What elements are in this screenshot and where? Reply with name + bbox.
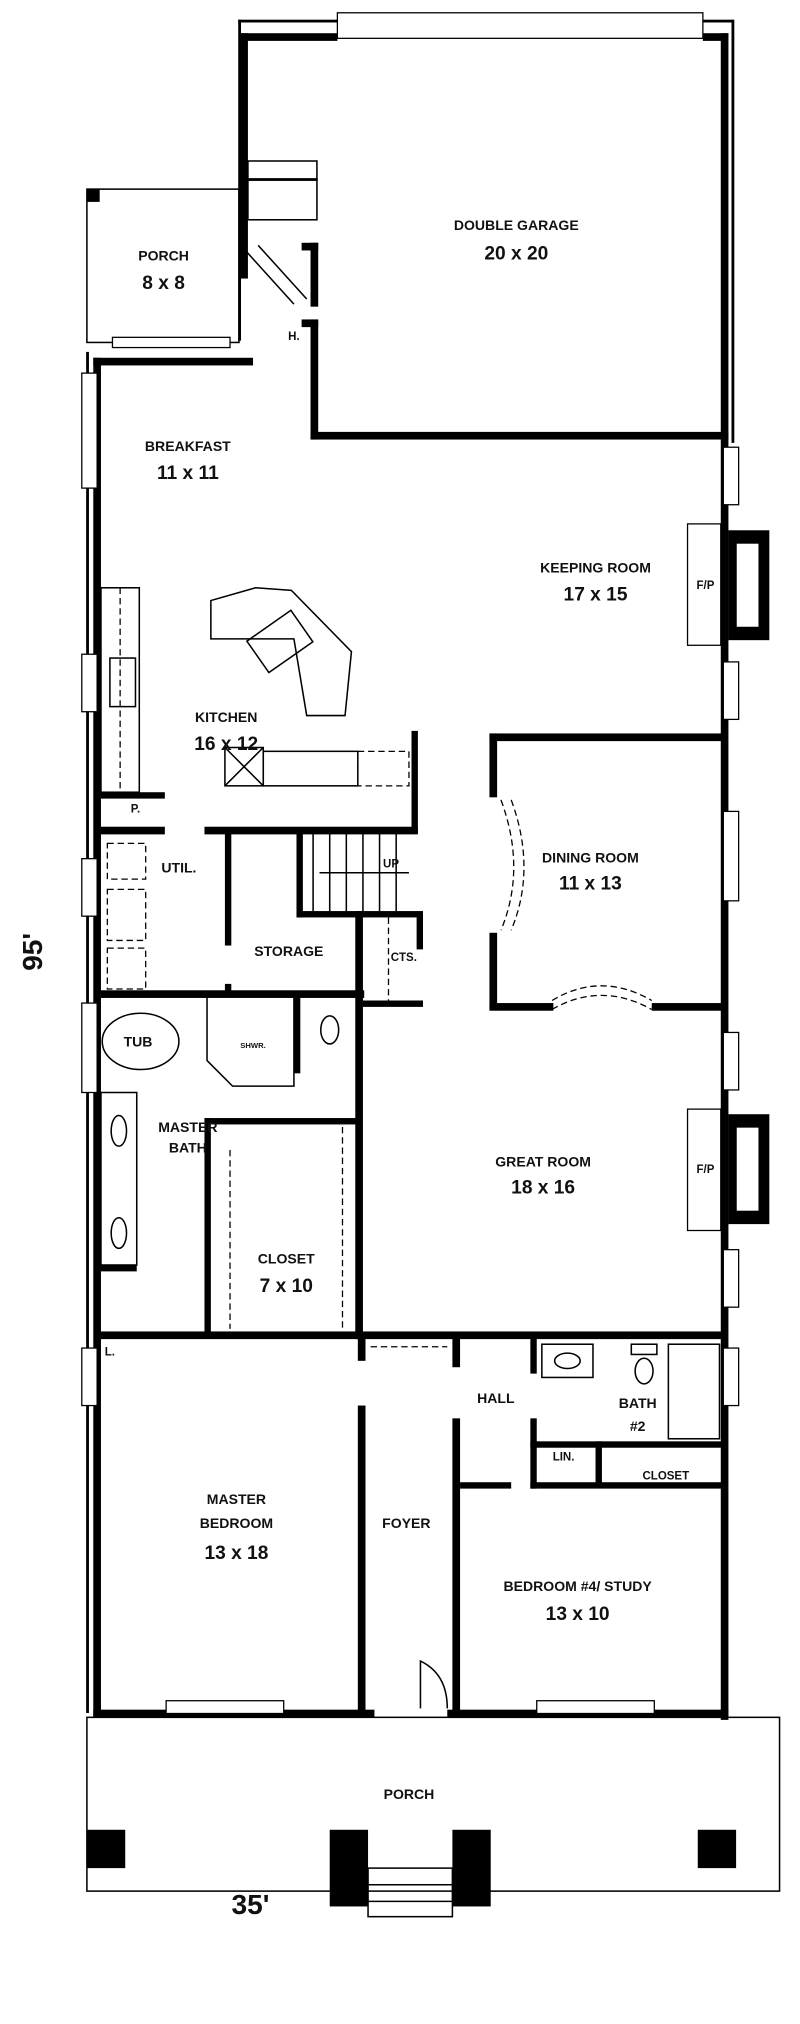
room-label-foyer: FOYER <box>382 1515 430 1531</box>
room-label-keeping: KEEPING ROOM <box>540 559 651 575</box>
side-porch <box>86 188 240 349</box>
room-size-great: 18 x 16 <box>511 1177 575 1198</box>
room-label-utility: UTIL. <box>161 860 196 876</box>
room-label-linen-l: L. <box>105 1347 115 1359</box>
room-label-master-bedroom-1: MASTER <box>207 1491 266 1507</box>
room-size-garage: 20 x 20 <box>484 243 548 264</box>
master-bath-walls <box>100 995 724 1340</box>
dining-walls <box>489 733 724 1011</box>
garage-door <box>336 12 704 39</box>
overall-depth-label: 95' <box>17 933 48 971</box>
room-size-dining: 11 x 13 <box>559 873 622 894</box>
front-rooms-walls <box>357 1335 724 1718</box>
room-label-h: H. <box>288 331 300 343</box>
room-size-kitchen: 16 x 12 <box>194 734 258 755</box>
front-porch <box>86 1716 781 1918</box>
exterior-walls <box>81 351 740 1718</box>
room-label-pantry: P. <box>131 804 140 816</box>
room-label-cts: CTS. <box>391 952 417 964</box>
room-label-master-bedroom-2: BEDROOM <box>200 1515 273 1531</box>
room-label-master-bath-1: MASTER <box>158 1119 217 1135</box>
room-label-hall: HALL <box>477 1390 515 1406</box>
room-label-bath2-1: BATH <box>619 1395 657 1411</box>
room-label-kitchen: KITCHEN <box>195 709 257 725</box>
room-label-master-bath-2: BATH <box>169 1140 207 1156</box>
kitchen-fixtures <box>100 587 418 835</box>
fireplace-label-great: F/P <box>696 1164 714 1176</box>
room-label-closet-master: CLOSET <box>258 1251 315 1267</box>
room-size-closet-master: 7 x 10 <box>260 1276 313 1297</box>
room-label-porch-front: PORCH <box>384 1786 435 1802</box>
room-label-dining: DINING ROOM <box>542 850 639 866</box>
room-label-storage: STORAGE <box>254 943 323 959</box>
room-label-linen: LIN. <box>553 1452 575 1464</box>
fireplace-great <box>686 1108 770 1232</box>
stairs-label: UP <box>383 859 399 871</box>
room-label-great: GREAT ROOM <box>495 1154 591 1170</box>
room-label-garage: DOUBLE GARAGE <box>454 217 579 233</box>
room-size-breakfast: 11 x 11 <box>157 463 219 484</box>
fixture-label-tub: TUB <box>124 1034 153 1050</box>
fireplace-label-keeping: F/P <box>696 580 714 592</box>
overall-width-label: 35' <box>232 1889 270 1920</box>
room-label-porch-side: PORCH <box>138 248 189 264</box>
fireplace-keeping <box>686 523 770 646</box>
room-size-master-bedroom: 13 x 18 <box>204 1543 268 1564</box>
room-size-bedroom4: 13 x 10 <box>546 1604 610 1625</box>
room-label-breakfast: BREAKFAST <box>145 438 231 454</box>
room-label-bath2-2: #2 <box>630 1418 646 1434</box>
fixture-label-shower: SHWR. <box>240 1041 266 1050</box>
room-label-bedroom4: BEDROOM #4/ STUDY <box>503 1578 652 1594</box>
utility-storage-walls <box>100 830 424 1340</box>
room-size-porch-side: 8 x 8 <box>142 273 185 294</box>
room-size-keeping: 17 x 15 <box>564 585 628 606</box>
room-label-closet-bed4: CLOSET <box>642 1471 689 1483</box>
